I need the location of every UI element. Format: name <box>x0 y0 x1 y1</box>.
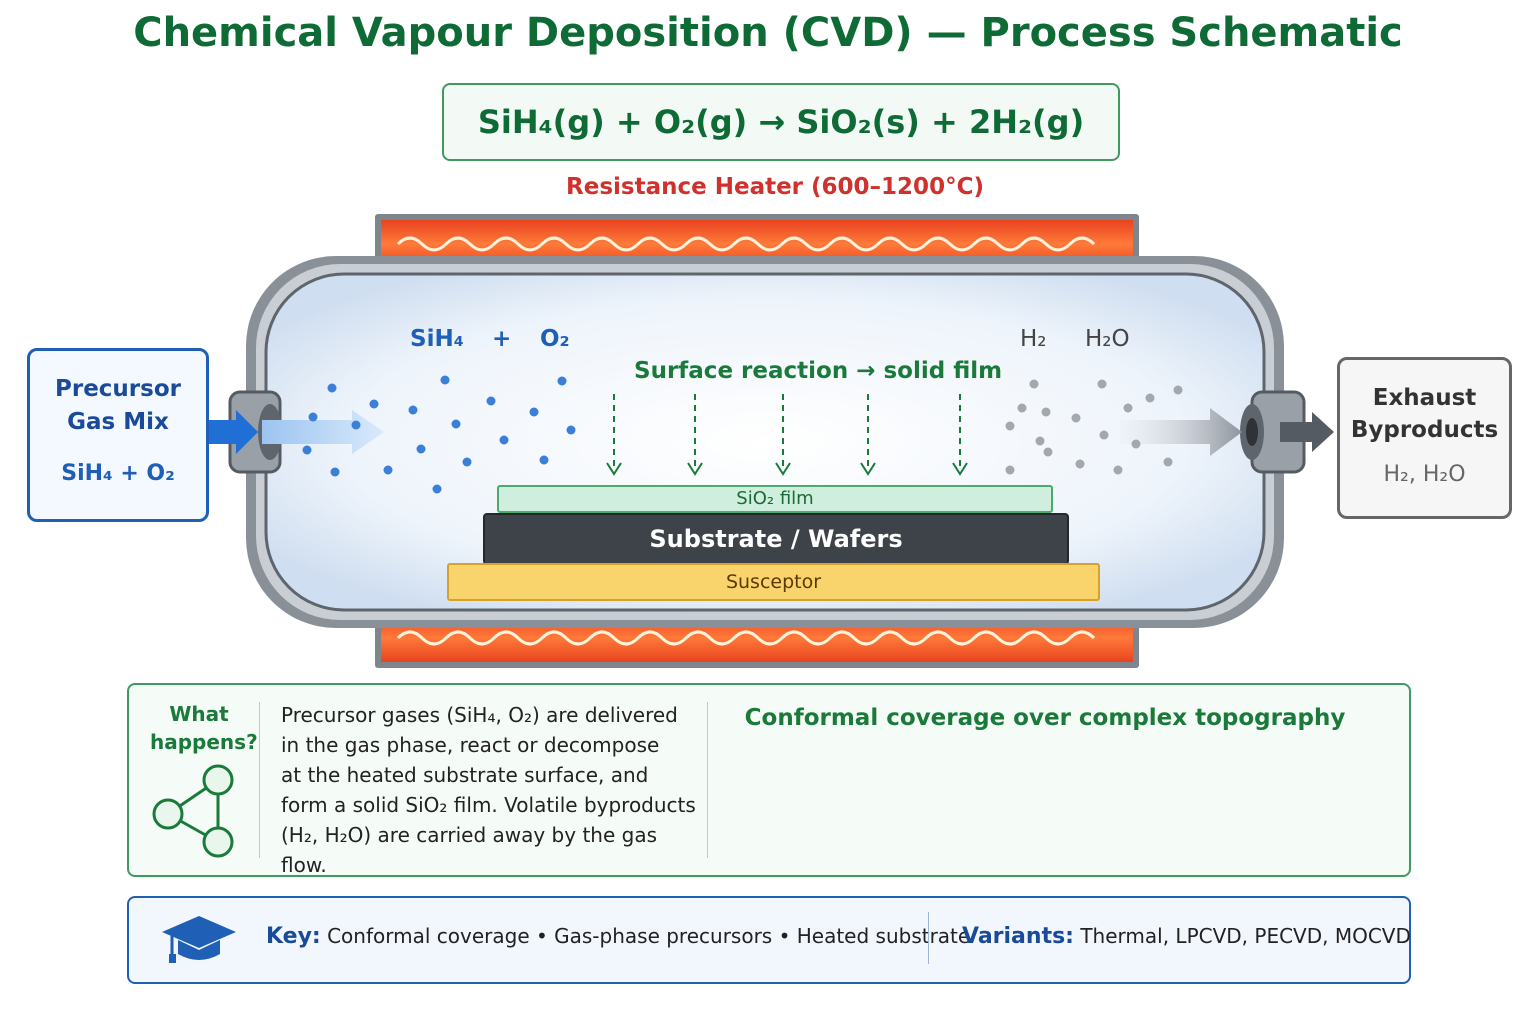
desc-line: Precursor gases (SiH₄, O₂) are delivered <box>281 703 678 727</box>
outlet-species-1: H₂ <box>1020 326 1047 352</box>
outlet-species-2: H₂O <box>1085 326 1130 352</box>
page-title: Chemical Vapour Deposition (CVD) — Proce… <box>133 10 1403 56</box>
key-panel <box>127 896 1411 984</box>
key-label: Key: <box>266 924 321 949</box>
surface-reaction-label: Surface reaction → solid film <box>634 358 1003 384</box>
what-line-1: What <box>169 702 229 726</box>
inlet-species-1: SiH₄ <box>410 326 464 352</box>
susceptor-label: Susceptor <box>725 571 822 593</box>
molecule-icon <box>152 764 234 858</box>
conformal-title: Conformal coverage over complex topograp… <box>744 705 1346 731</box>
desc-line: in the gas phase, react or decompose <box>281 733 660 757</box>
desc-line: form a solid SiO₂ film. Volatile byprodu… <box>281 793 696 817</box>
inlet-arrow-icon <box>204 410 258 454</box>
key-text: Key: Conformal coverage • Gas-phase prec… <box>266 924 970 949</box>
precursor-formula: SiH₄ + O₂ <box>61 461 175 486</box>
heater-label: Resistance Heater (600–1200°C) <box>566 174 984 200</box>
inlet-plus: + <box>492 326 512 352</box>
precursor-heading-2: Gas Mix <box>67 409 169 435</box>
divider <box>707 702 708 858</box>
key-items: Conformal coverage • Gas-phase precursor… <box>327 924 971 948</box>
process-description: Precursor gases (SiH₄, O₂) are delivered… <box>281 700 706 880</box>
divider <box>928 912 929 964</box>
sio2-film <box>497 485 1053 513</box>
inlet-species-2: O₂ <box>540 326 570 352</box>
variants-text: Variants: Thermal, LPCVD, PECVD, MOCVD <box>962 924 1411 949</box>
film-label: SiO₂ film <box>736 488 814 509</box>
graduation-cap-icon <box>162 916 236 963</box>
divider <box>259 702 260 858</box>
reaction-equation: SiH₄(g) + O₂(g) → SiO₂(s) + 2H₂(g) <box>442 83 1120 161</box>
exhaust-heading-1: Exhaust <box>1372 385 1477 411</box>
desc-line: (H₂, H₂O) are carried away by the gas fl… <box>281 823 657 877</box>
exhaust-heading-2: Byproducts <box>1350 417 1499 443</box>
exhaust-formula: H₂, H₂O <box>1383 462 1466 487</box>
desc-line: at the heated substrate surface, and <box>281 763 649 787</box>
byproduct-molecules <box>1005 379 1183 475</box>
precursor-molecules <box>302 375 576 494</box>
precursor-heading-1: Precursor <box>55 376 181 402</box>
variants-label: Variants: <box>962 924 1074 949</box>
outlet-arrow-icon <box>1280 412 1334 452</box>
info-panel <box>127 683 1411 877</box>
susceptor <box>447 563 1100 601</box>
what-happens-label: What happens? <box>150 700 258 756</box>
deposition-arrows <box>613 394 961 468</box>
what-line-2: happens? <box>150 730 258 754</box>
variants-items: Thermal, LPCVD, PECVD, MOCVD <box>1080 924 1411 948</box>
substrate-label: Substrate / Wafers <box>649 525 903 553</box>
